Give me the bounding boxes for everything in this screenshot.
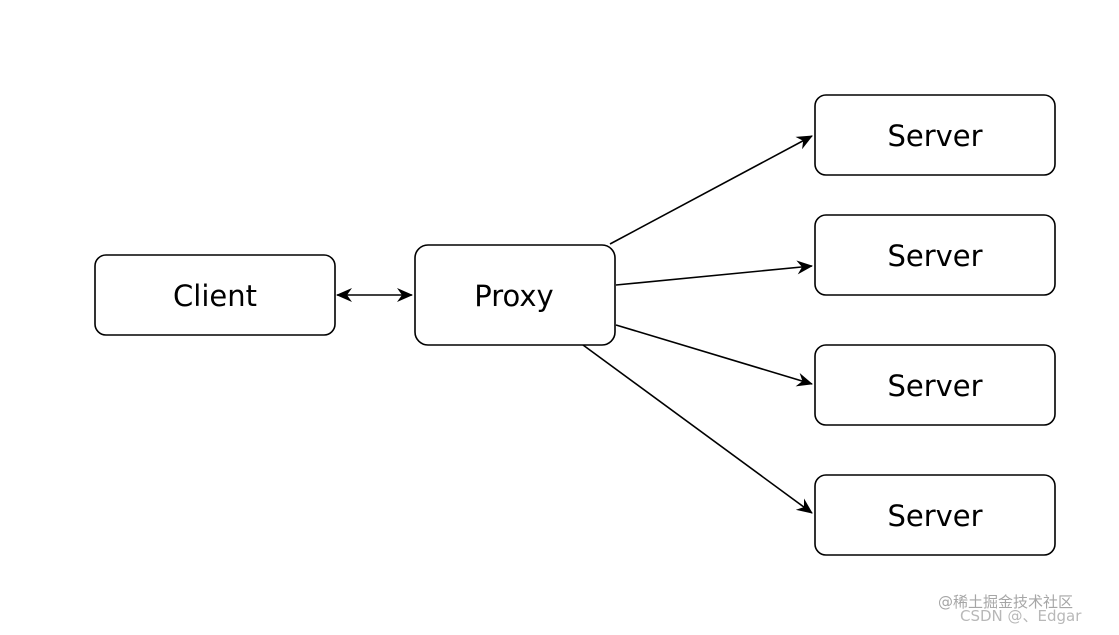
server-node-4: Server (814, 474, 1056, 556)
server-node-1: Server (814, 94, 1056, 176)
server-box (814, 344, 1056, 426)
client-label: Client (173, 279, 257, 313)
watermark: @稀土掘金技术社区 CSDN @、Edgar (938, 594, 1113, 634)
server-label: Server (887, 369, 982, 403)
server-label: Server (887, 119, 982, 153)
edge-proxy-server-1 (609, 135, 813, 245)
proxy-node: Proxy (414, 244, 616, 346)
server-box (814, 94, 1056, 176)
client-node: Client (94, 254, 336, 336)
proxy-box (414, 244, 616, 346)
proxy-label: Proxy (474, 279, 553, 313)
edge-proxy-server-4 (582, 344, 813, 514)
server-node-3: Server (814, 344, 1056, 426)
server-node-2: Server (814, 214, 1056, 296)
server-box (814, 474, 1056, 556)
watermark-csdn: CSDN @、Edgar (960, 607, 1082, 625)
server-label: Server (887, 239, 982, 273)
watermark-juejin: @稀土掘金技术社区 (938, 593, 1074, 611)
edge-proxy-server-2 (615, 260, 813, 286)
server-label: Server (887, 499, 982, 533)
client-box (94, 254, 336, 336)
server-box (814, 214, 1056, 296)
edge-proxy-server-3 (615, 324, 813, 387)
